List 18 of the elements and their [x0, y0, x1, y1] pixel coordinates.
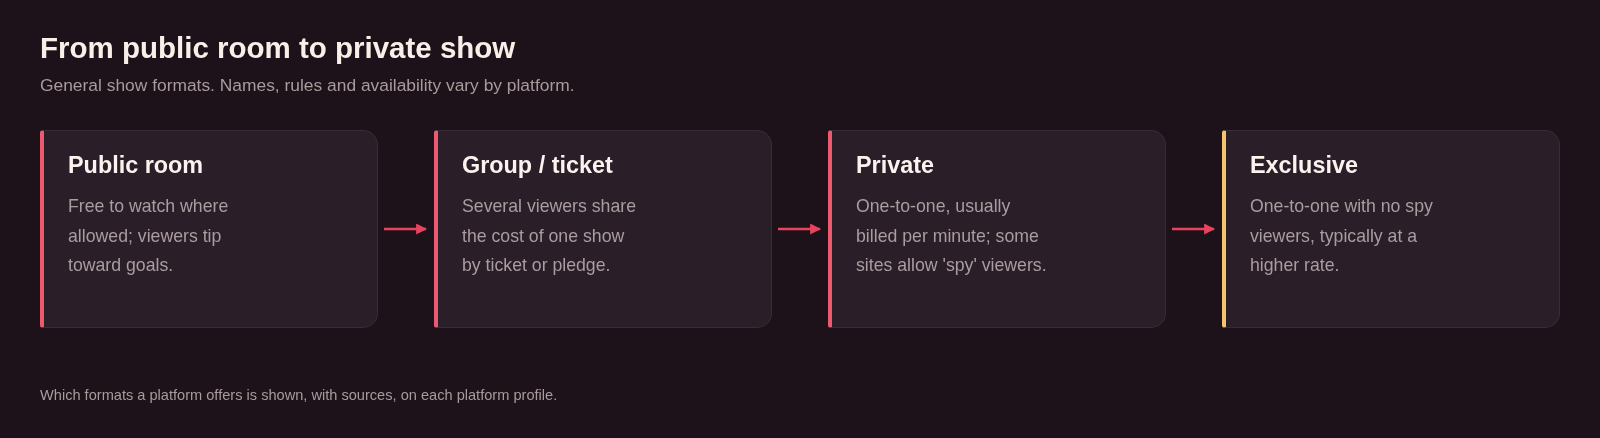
card-heading: Exclusive: [1250, 151, 1358, 180]
title: From public room to private show: [40, 30, 516, 66]
card-description: Several viewers share the cost of one show by ticket or pledge.: [462, 195, 637, 277]
format-card: [40, 130, 378, 328]
format-card: [1222, 130, 1560, 328]
card-description: One-to-one with no spy viewers, typically at a higher rate.: [1250, 195, 1434, 277]
arrow: [1172, 223, 1216, 235]
card-heading: Private: [856, 151, 935, 180]
format-card: [828, 130, 1166, 328]
arrow: [384, 223, 428, 235]
arrow: [778, 223, 822, 235]
format-card: [434, 130, 772, 328]
subtitle: General show formats. Names, rules and availability vary by platform.: [40, 75, 575, 96]
card-heading: Public room: [68, 151, 204, 180]
card-heading: Group / ticket: [462, 151, 613, 180]
card-description: Free to watch where allowed; viewers tip toward goals.: [68, 195, 230, 277]
footnote: Which formats a platform offers is shown, with sources, on each platform profile.: [40, 387, 558, 405]
card-description: One-to-one, usually billed per minute; some sites allow 'spy' viewers.: [856, 195, 1048, 277]
